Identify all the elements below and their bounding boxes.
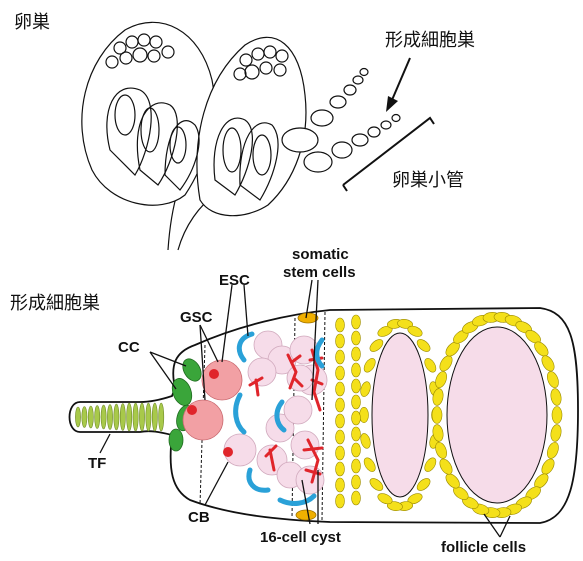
follicle-cell <box>336 334 345 348</box>
follicle-cell <box>360 407 369 422</box>
terminal-filament-cell <box>88 406 93 428</box>
follicle-cell <box>352 475 361 489</box>
terminal-filament-cell <box>82 407 87 428</box>
label-germarium-top: 形成細胞巣 <box>385 30 475 51</box>
terminal-filament-cell <box>114 404 119 430</box>
terminal-filament-cell <box>139 403 144 431</box>
follicle-cell <box>352 443 361 457</box>
follicle-cell <box>336 414 345 428</box>
label-follicle-cells: follicle cells <box>441 539 526 556</box>
follicle-cell <box>336 350 345 364</box>
terminal-filament-cell <box>101 405 106 429</box>
follicle-cell <box>352 315 361 329</box>
label-stem-cells: stem cells <box>283 264 356 281</box>
follicle-cell <box>352 411 361 425</box>
egg-chamber-2 <box>447 327 547 503</box>
terminal-filament-cell <box>107 405 112 430</box>
follicle-cell <box>352 379 361 393</box>
follicle-cell <box>352 395 361 409</box>
terminal-filament-cell <box>95 406 100 429</box>
follicle-cell <box>336 462 345 476</box>
label-gsc: GSC <box>180 309 213 326</box>
label-ovariole: 卵巣小管 <box>392 170 464 191</box>
follicle-cell <box>336 430 345 444</box>
terminal-filament-cell <box>127 403 132 431</box>
terminal-filament-cell <box>159 403 164 431</box>
follicle-cell <box>336 446 345 460</box>
label-cb: CB <box>188 509 210 526</box>
follicle-cell <box>432 407 442 424</box>
label-somatic: somatic <box>292 246 349 263</box>
label-ovary: 卵巣 <box>14 12 50 33</box>
follicle-cell <box>352 459 361 473</box>
follicle-cell <box>352 347 361 361</box>
terminal-filament-cell <box>120 404 125 431</box>
follicle-cell <box>336 382 345 396</box>
germarium-arrow <box>386 58 410 112</box>
follicle-cell <box>336 318 345 332</box>
label-16-cell-cyst: 16-cell cyst <box>260 529 341 546</box>
terminal-filament-cell <box>75 407 80 427</box>
terminal-filament-cell <box>133 403 138 431</box>
follicle-cell <box>552 407 562 424</box>
follicle-cell <box>336 398 345 412</box>
follicle-cell <box>336 366 345 380</box>
follicle-cell <box>336 494 345 508</box>
label-germarium-bottom: 形成細胞巣 <box>10 293 100 314</box>
label-tf: TF <box>88 455 106 472</box>
label-cc: CC <box>118 339 140 356</box>
follicle-cell <box>352 331 361 345</box>
follicle-cell <box>352 363 361 377</box>
egg-chamber-1 <box>372 333 428 497</box>
follicle-cell <box>336 478 345 492</box>
terminal-filament-cell <box>146 403 151 431</box>
ovary-drawing <box>82 22 400 250</box>
follicle-cell <box>352 491 361 505</box>
follicle-cell <box>352 427 361 441</box>
terminal-filament-cell <box>152 403 157 431</box>
label-esc: ESC <box>219 272 250 289</box>
